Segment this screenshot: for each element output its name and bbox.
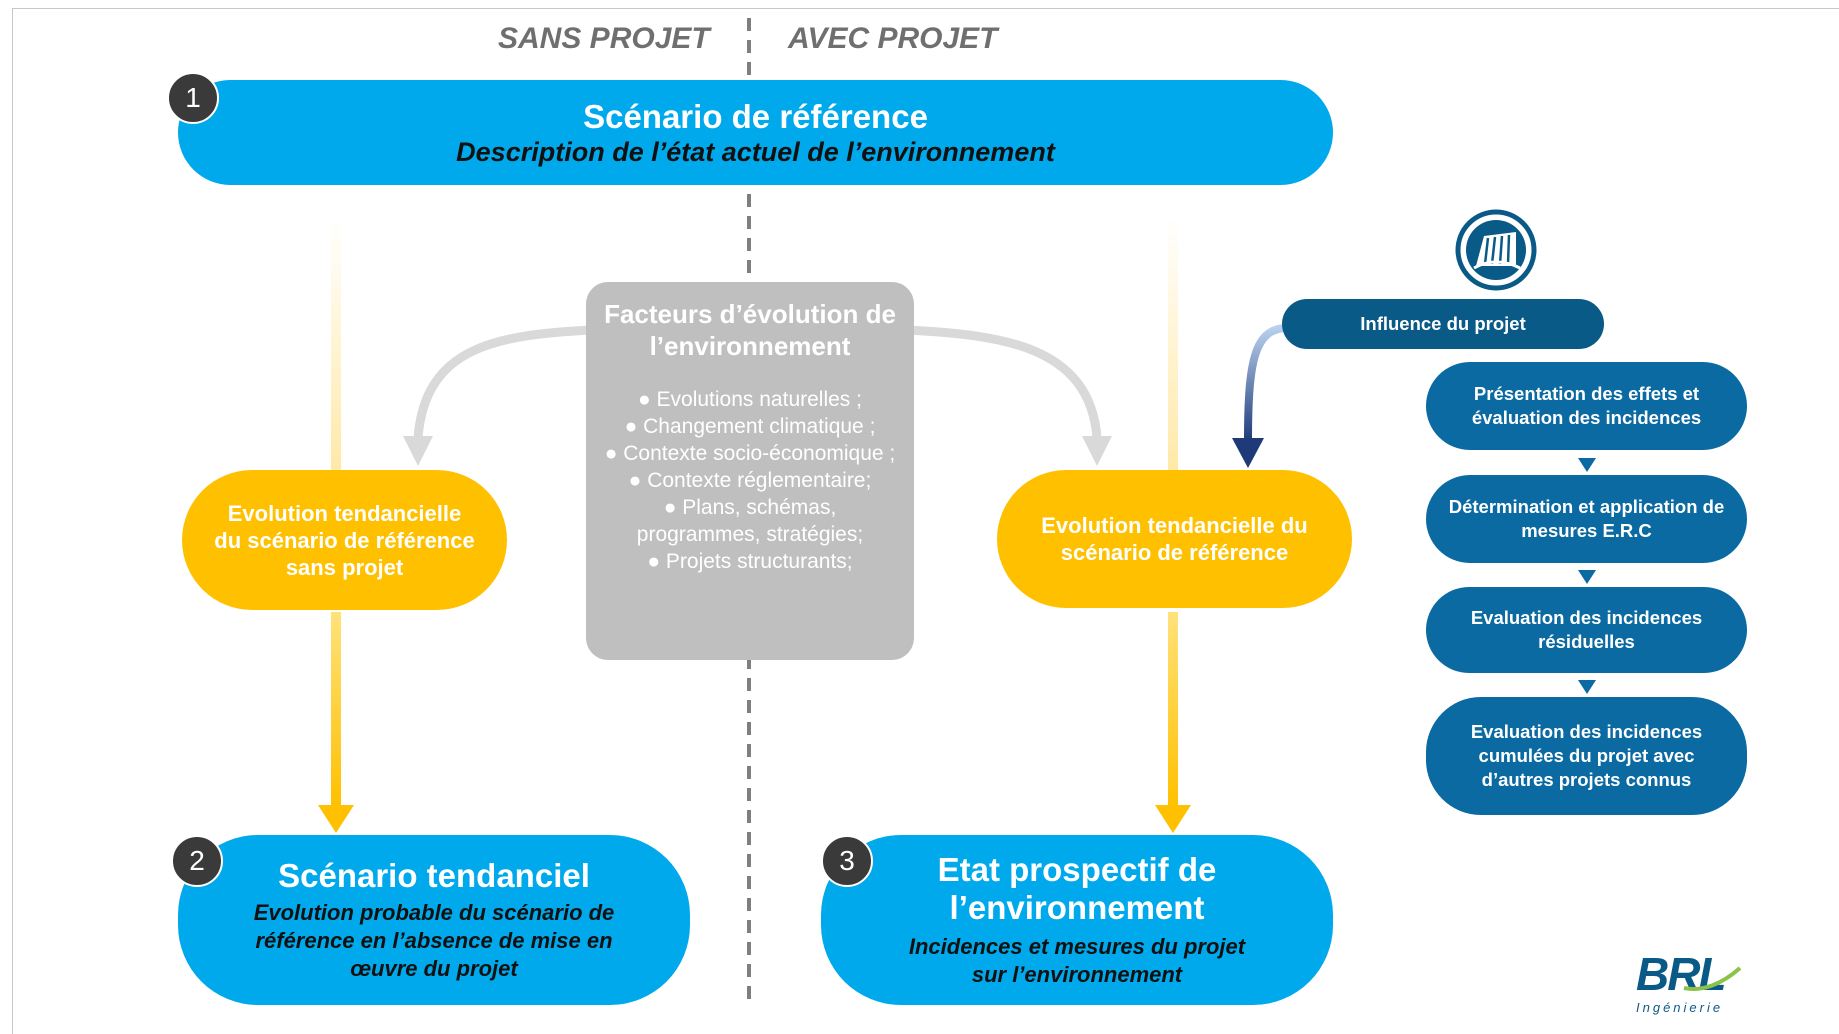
etat-prospectif-subtitle: Incidences et mesures du projet sur l’en… [908,934,1246,987]
influence-step-label: Détermination et application de mesures … [1448,496,1725,541]
factor-item: Evolutions naturelles ; [586,386,914,413]
etat-prospectif-box: Etat prospectif de l’environnement Incid… [821,835,1333,1005]
etat-prospectif-title: Etat prospectif de l’environnement [937,851,1217,926]
navy-arrow [1244,324,1286,441]
evolution-sans-projet-box: Evolution tendancielle du scénario de ré… [182,470,507,610]
barrage-icon [1454,208,1538,292]
scenario-reference-subtitle: Description de l’état actuel de l’enviro… [456,136,1055,167]
navy-arrow-head [1232,438,1264,468]
influence-step-label: Evaluation des incidences résiduelles [1470,607,1703,652]
factor-item: Contexte socio-économique ; [586,440,914,467]
factors-title: Facteurs d’évolution de l’environnement [604,299,896,361]
factor-item: Projets structurants; [586,548,914,575]
factor-item: Plans, schémas, programmes, stratégies; [586,494,914,548]
scenario-tendanciel-box: Scénario tendanciel Evolution probable d… [178,835,690,1005]
step-number-3: 3 [821,835,873,887]
influence-step-label: Evaluation des incidences cumulées du pr… [1470,721,1703,790]
arrow-left-head [318,805,354,833]
arrow-right-shaft [1168,612,1178,807]
scenario-reference-box: Scénario de référence Description de l’é… [178,80,1333,185]
brl-logo: BRL Ingénierie [1636,950,1756,1030]
arrow-left-shaft [331,612,341,807]
grey-arrow-left-head [403,436,433,466]
header-avec-projet: AVEC PROJET [788,22,998,55]
connector-right-top [1168,218,1178,470]
scenario-tendanciel-subtitle: Evolution probable du scénario de référe… [253,900,615,981]
step-arrow-1 [1578,458,1596,472]
evolution-sans-projet-label: Evolution tendancielle du scénario de ré… [214,500,475,580]
brl-logo-brand: BRL [1636,948,1727,1000]
step-arrow-2 [1578,570,1596,584]
grey-arrow-right-head [1082,436,1112,466]
step-number-1: 1 [167,72,219,124]
arrow-right-head [1155,805,1191,833]
scenario-reference-title: Scénario de référence [583,97,928,135]
grey-arrow-left [413,325,591,439]
influence-label: Influence du projet [1360,313,1526,334]
influence-step-2: Détermination et application de mesures … [1426,475,1747,563]
influence-step-label: Présentation des effets et évaluation de… [1471,383,1702,428]
factors-box: Facteurs d’évolution de l’environnement … [586,282,914,660]
factor-item: Contexte réglementaire; [586,467,914,494]
influence-label-box: Influence du projet [1282,299,1604,349]
brl-logo-tagline: Ingénierie [1636,1000,1724,1015]
grey-arrow-right [907,325,1102,439]
connector-left-top [331,218,341,470]
scenario-tendanciel-title: Scénario tendanciel [278,857,590,894]
factors-list: Evolutions naturelles ; Changement clima… [586,386,914,575]
header-sans-projet: SANS PROJET [498,22,710,55]
evolution-avec-projet-box: Evolution tendancielle du scénario de ré… [997,470,1352,608]
influence-step-3: Evaluation des incidences résiduelles [1426,587,1747,673]
factor-item: Changement climatique ; [586,413,914,440]
step-arrow-3 [1578,680,1596,694]
influence-step-4: Evaluation des incidences cumulées du pr… [1426,697,1747,815]
step-number-2: 2 [171,835,223,887]
influence-step-1: Présentation des effets et évaluation de… [1426,362,1747,450]
slide-frame [12,8,1839,1034]
evolution-avec-projet-label: Evolution tendancielle du scénario de ré… [1041,513,1308,565]
